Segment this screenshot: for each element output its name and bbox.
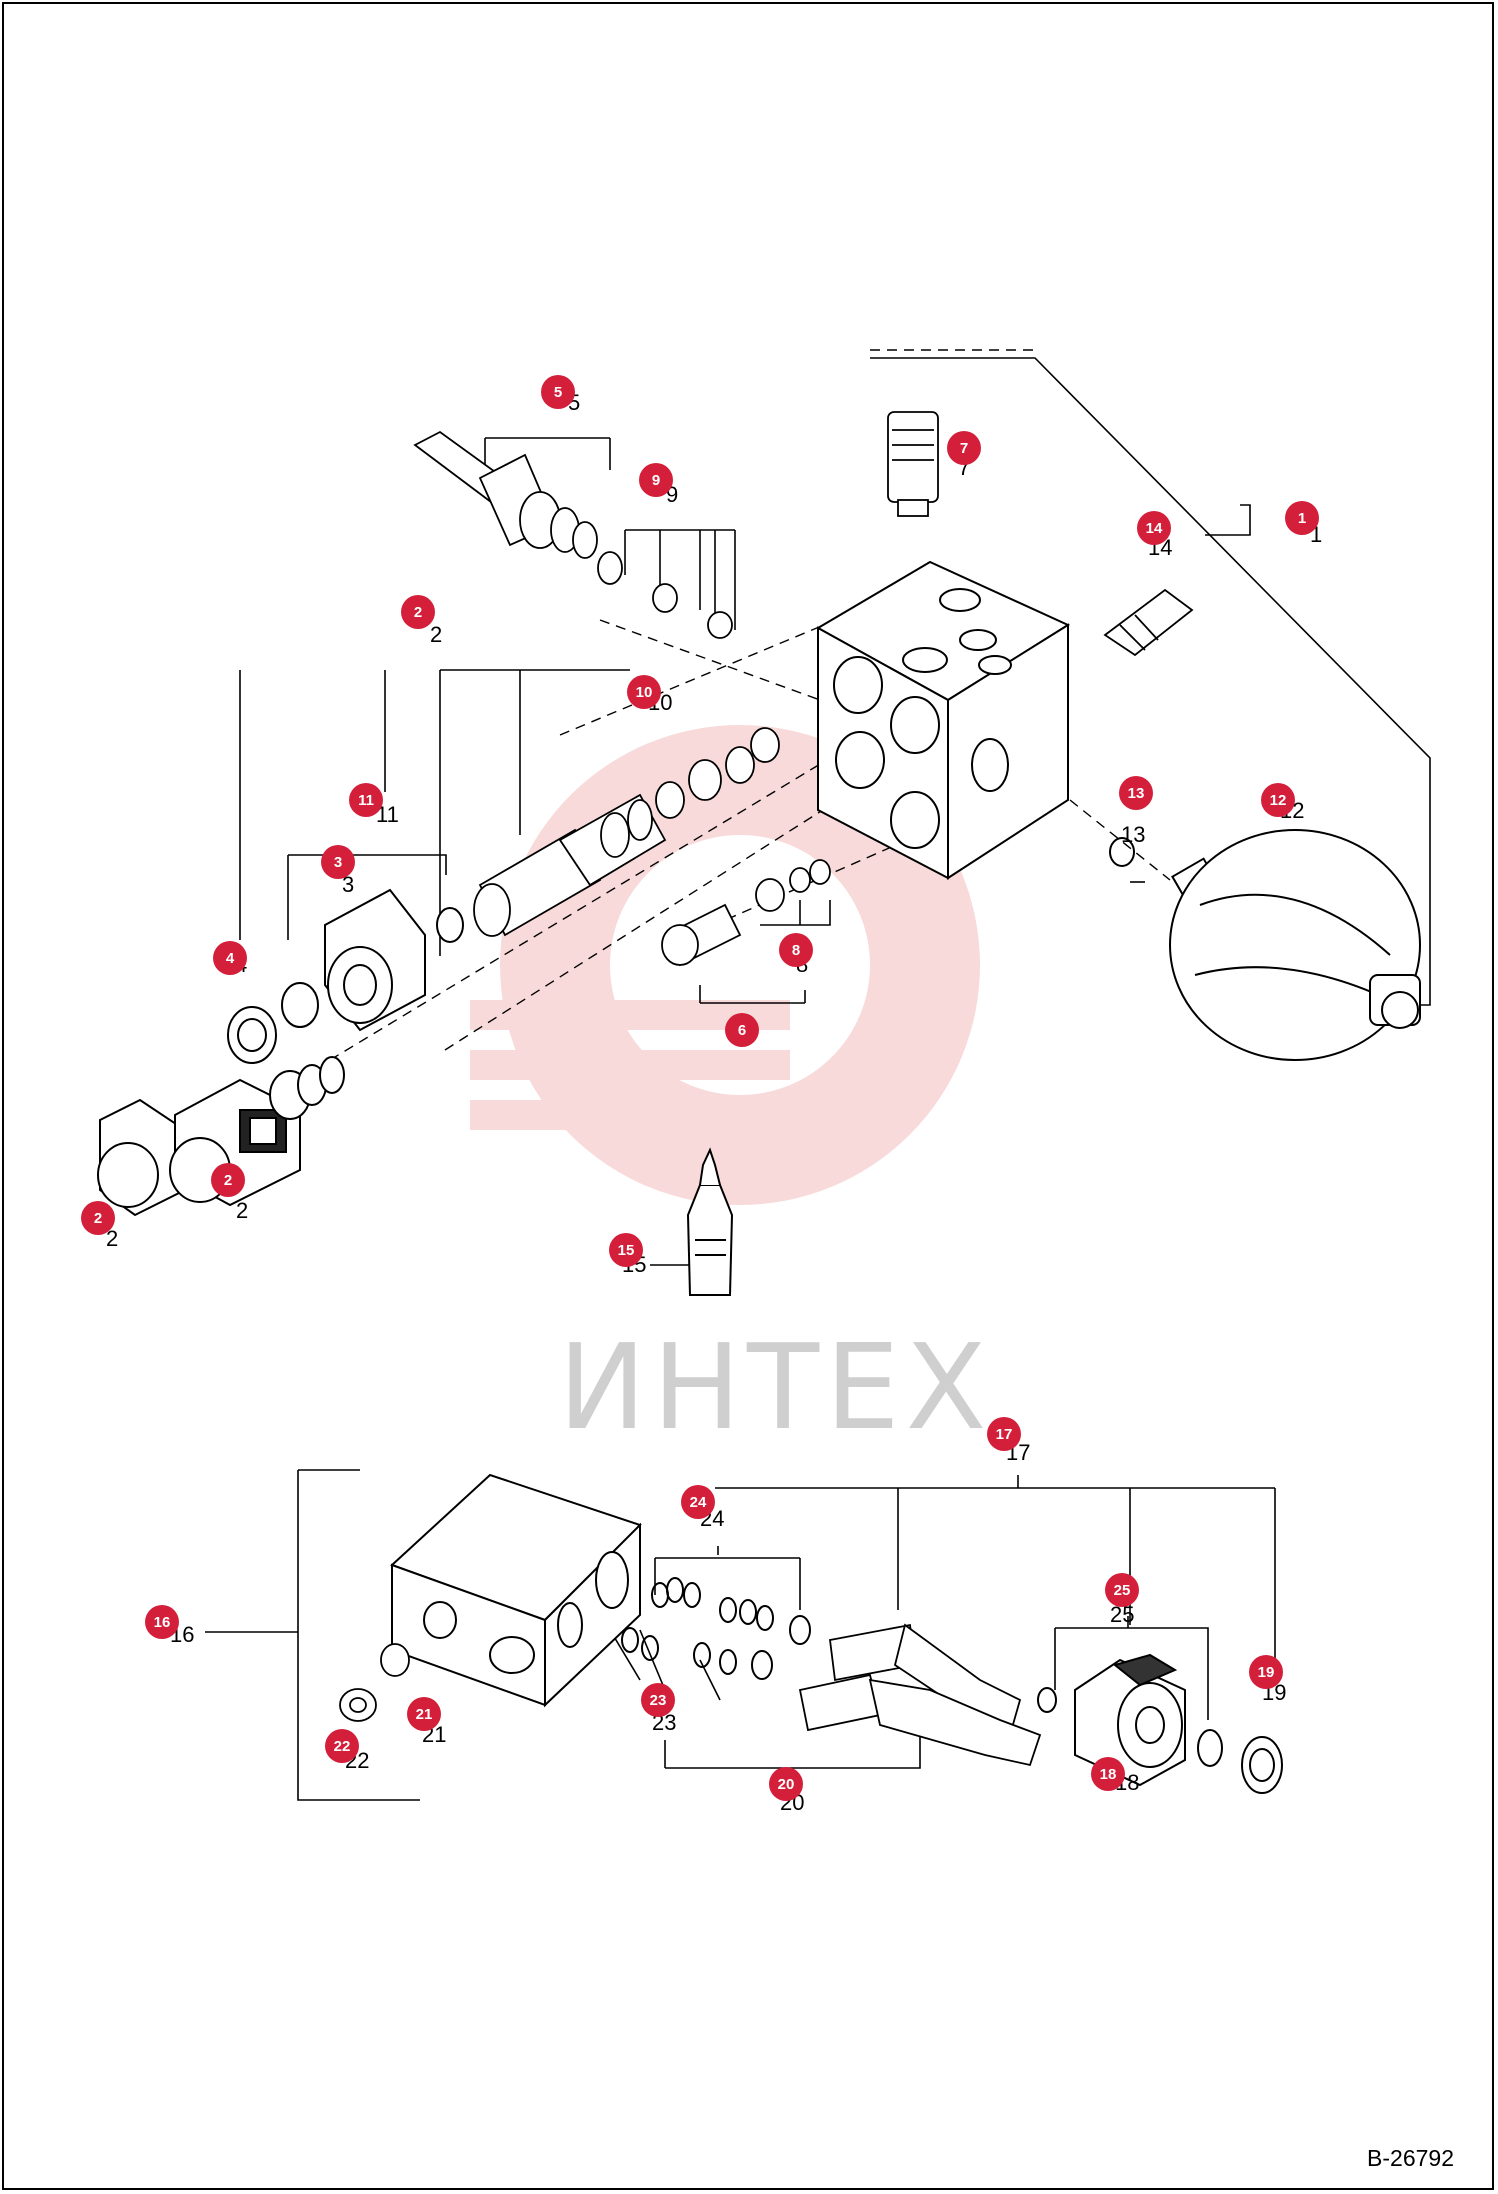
upper-assembly-leader-lines bbox=[239, 357, 1431, 1266]
valve-11 bbox=[473, 727, 780, 937]
callout-badge: 1 bbox=[1285, 501, 1319, 535]
part-number-label: 2 bbox=[430, 622, 443, 647]
part-number-label: 2 bbox=[106, 1226, 119, 1251]
callout-badge: 7 bbox=[947, 431, 981, 465]
callout-badge: 18 bbox=[1091, 1757, 1125, 1791]
solenoid-coil-3 bbox=[281, 888, 464, 1032]
callout-badge: 16 bbox=[145, 1605, 179, 1639]
diagram-id-label: B-26792 bbox=[1367, 2145, 1454, 2171]
nut-4 bbox=[227, 1006, 277, 1064]
plug-21-22 bbox=[339, 1643, 410, 1722]
cartridge-valve-5 bbox=[413, 430, 733, 639]
callout-badge: 25 bbox=[1105, 1573, 1139, 1607]
solenoid-coil-18 bbox=[1037, 1653, 1223, 1787]
lower-valve-block bbox=[390, 1473, 642, 1708]
callout-badge: 24 bbox=[681, 1485, 715, 1519]
callout-badge: 2 bbox=[401, 595, 435, 629]
callout-badge: 20 bbox=[769, 1767, 803, 1801]
callout-badge: 17 bbox=[987, 1417, 1021, 1451]
callout-badge: 9 bbox=[639, 463, 673, 497]
o-ring-13 bbox=[1109, 837, 1135, 867]
callout-badge: 23 bbox=[641, 1683, 675, 1717]
callout-badge: 11 bbox=[349, 783, 383, 817]
o-rings-23-24 bbox=[621, 1577, 811, 1680]
thread-locker-bottle-15 bbox=[686, 1147, 734, 1296]
callout-badge: 5 bbox=[541, 375, 575, 409]
part-number-label: 3 bbox=[342, 872, 355, 897]
callout-badge: 2 bbox=[211, 1163, 245, 1197]
fitting-14 bbox=[1103, 588, 1194, 657]
callout-badge: 21 bbox=[407, 1697, 441, 1731]
callout-badge: 22 bbox=[325, 1729, 359, 1763]
callout-badge: 14 bbox=[1137, 511, 1171, 545]
callout-badge: 19 bbox=[1249, 1655, 1283, 1689]
pressure-sensor-7 bbox=[887, 411, 939, 517]
check-valve-6 bbox=[661, 859, 831, 967]
callout-badge: 15 bbox=[609, 1233, 643, 1267]
cartridge-valves-20 bbox=[798, 1623, 1042, 1767]
part-number-label: 13 bbox=[1121, 822, 1146, 847]
callout-badge: 12 bbox=[1261, 783, 1295, 817]
part-number-label: 2 bbox=[236, 1198, 249, 1223]
connectors-2 bbox=[97, 1056, 345, 1217]
callout-badge: 6 bbox=[725, 1013, 759, 1047]
callout-badge: 3 bbox=[321, 845, 355, 879]
nut-19 bbox=[1241, 1736, 1283, 1794]
part-number-label: 11 bbox=[376, 802, 399, 827]
accumulator-12 bbox=[1169, 829, 1421, 1061]
main-valve-block bbox=[815, 560, 1071, 880]
callout-badge: 4 bbox=[213, 941, 247, 975]
watermark-text: ИНТЕХ bbox=[558, 1318, 993, 1456]
callout-badge: 10 bbox=[627, 675, 661, 709]
callout-badge: 2 bbox=[81, 1201, 115, 1235]
callout-badge: 8 bbox=[779, 933, 813, 967]
callout-badge: 13 bbox=[1119, 776, 1153, 810]
